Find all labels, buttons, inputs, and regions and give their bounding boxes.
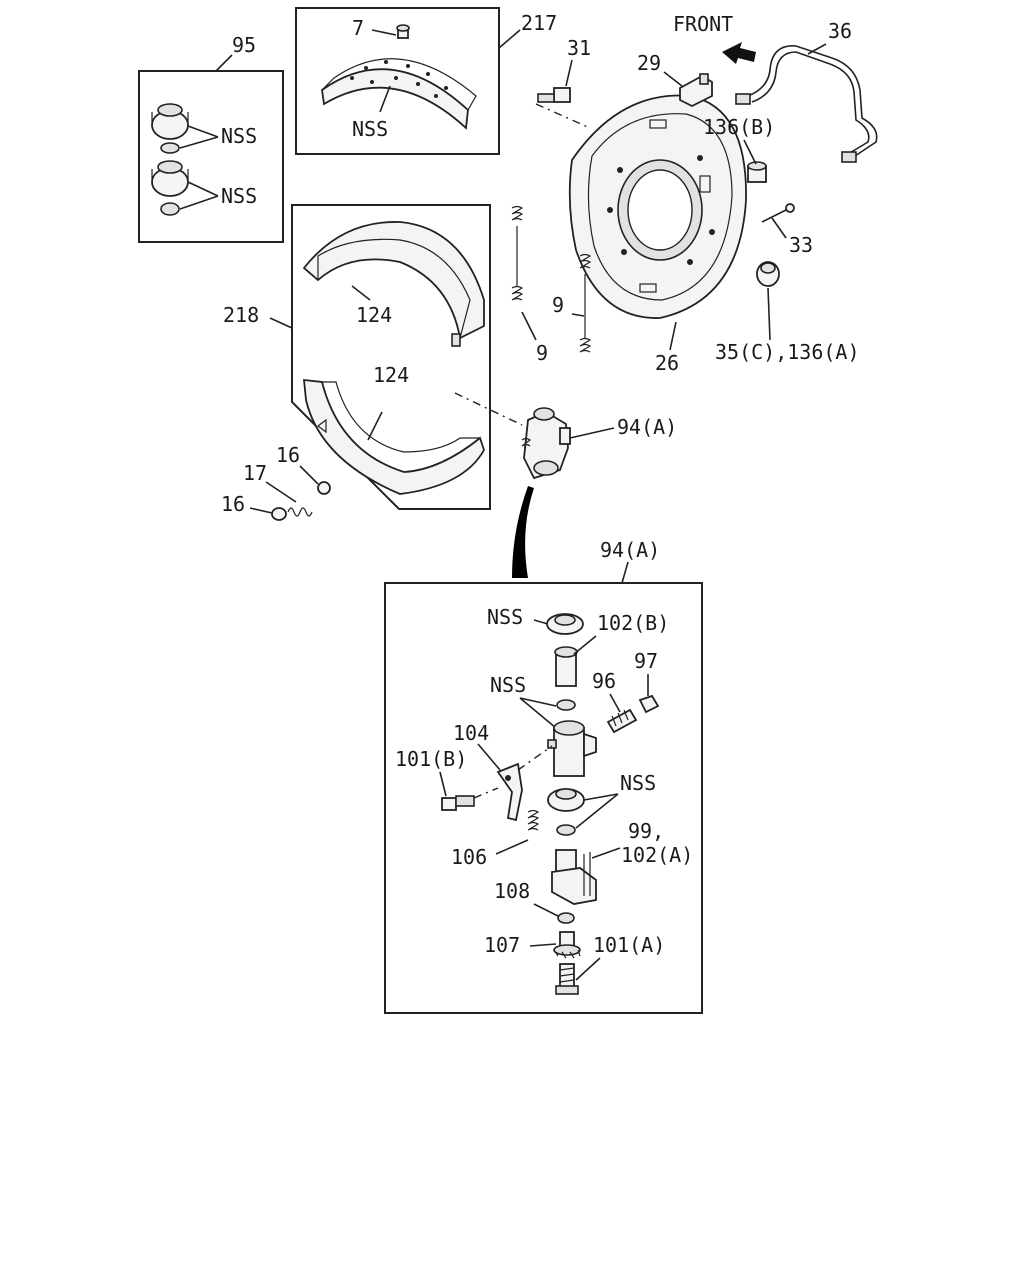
bolt-101b: [441, 795, 475, 811]
brake-shoe-upper: [302, 221, 485, 347]
screw-101a: [555, 963, 579, 995]
kit-95-box: [138, 70, 284, 243]
callout-7: 7: [352, 16, 364, 40]
pin-33: [761, 203, 795, 223]
nss-label-detail-top: NSS: [487, 605, 523, 629]
adjuster-wheel-107: [553, 931, 581, 959]
piston-102b: [554, 646, 578, 687]
return-spring-9b: [579, 253, 592, 353]
bleeder-cap-97: [638, 694, 660, 714]
detail-94a-box: [384, 582, 703, 1014]
lining-217-box: [295, 7, 500, 155]
backing-plate-26: [568, 94, 747, 319]
callout-16-lower: 16: [221, 492, 245, 516]
callout-101b: 101(B): [395, 747, 467, 771]
callout-29: 29: [637, 51, 661, 75]
callout-124-lower: 124: [373, 363, 409, 387]
wheel-cylinder-94a: [521, 407, 571, 480]
callout-106: 106: [451, 845, 487, 869]
shoe-218-group: 218 124 124 17 16 16: [221, 204, 491, 521]
callout-104: 104: [453, 721, 489, 745]
callout-96: 96: [592, 669, 616, 693]
adjuster-spring-17: [271, 481, 331, 521]
front-direction-label: FRONT: [673, 12, 733, 36]
bleeder-screw-96: [606, 708, 638, 734]
callout-124-upper: 124: [356, 303, 392, 327]
callout-31: 31: [567, 36, 591, 60]
lining-217-group: 217 7 NSS: [295, 7, 557, 155]
callout-101a: 101(A): [593, 933, 665, 957]
callout-9-right: 9: [552, 293, 564, 317]
callout-36: 36: [828, 19, 852, 43]
washer-108: [557, 912, 575, 924]
dust-boot-bottom: [547, 788, 585, 836]
callout-99: 99,: [628, 819, 664, 843]
callout-26: 26: [655, 351, 679, 375]
callout-16-upper: 16: [276, 443, 300, 467]
callout-95: 95: [232, 33, 256, 57]
detail-94a-group: 94(A) NSS 102(B) 97 96 NSS: [384, 538, 703, 1014]
callout-102a: 102(A): [621, 843, 693, 867]
callout-94a-detail: 94(A): [600, 538, 660, 562]
piston-adjuster-99-102a: [551, 849, 597, 905]
piston-cup-1: [151, 103, 189, 154]
detail-pointer-arrow: [512, 486, 534, 578]
return-spring-9a: [511, 205, 524, 301]
nss-label-95-bottom: NSS: [221, 184, 257, 208]
brake-pipe-36: [735, 45, 878, 163]
callout-33: 33: [789, 233, 813, 257]
nss-label-217: NSS: [352, 117, 388, 141]
callout-107: 107: [484, 933, 520, 957]
nss-label-detail-mid: NSS: [490, 673, 526, 697]
rivet-7: [396, 24, 410, 39]
kit-95-group: 95 NSS NSS: [138, 33, 284, 243]
callout-108: 108: [494, 879, 530, 903]
brake-lining: [321, 58, 477, 130]
front-arrow-icon: [722, 42, 756, 64]
adjuster-lever-104: [496, 762, 523, 822]
nss-label-detail-right: NSS: [620, 771, 656, 795]
assembly-guide-line-4: [473, 787, 499, 799]
shoe-218-box: [291, 204, 491, 510]
bolt-31: [537, 87, 571, 103]
assembly-guide-line-2: [535, 103, 591, 129]
plug-136b: [747, 161, 767, 183]
callout-35c-136a: 35(C),136(A): [715, 340, 860, 364]
assembly-guide-line-1: [454, 392, 523, 426]
callout-218: 218: [223, 303, 259, 327]
cylinder-body: [547, 720, 597, 777]
callout-102b: 102(B): [597, 611, 669, 635]
piston-cup-2: [151, 160, 189, 216]
spring-106: [527, 809, 540, 831]
brake-shoe-lower: [302, 378, 485, 495]
callout-136b: 136(B): [703, 115, 775, 139]
callout-17: 17: [243, 461, 267, 485]
piston-cup-detail-top: [556, 699, 576, 711]
callout-94a-top: 94(A): [617, 415, 677, 439]
callout-97: 97: [634, 649, 658, 673]
plug-35c: [756, 261, 780, 287]
nss-label-95-top: NSS: [221, 124, 257, 148]
callout-217: 217: [521, 11, 557, 35]
assembly-guide-line-3: [517, 745, 553, 771]
callout-9-left: 9: [536, 341, 548, 365]
connector-29: [679, 73, 713, 108]
dust-boot-top: [546, 613, 584, 635]
